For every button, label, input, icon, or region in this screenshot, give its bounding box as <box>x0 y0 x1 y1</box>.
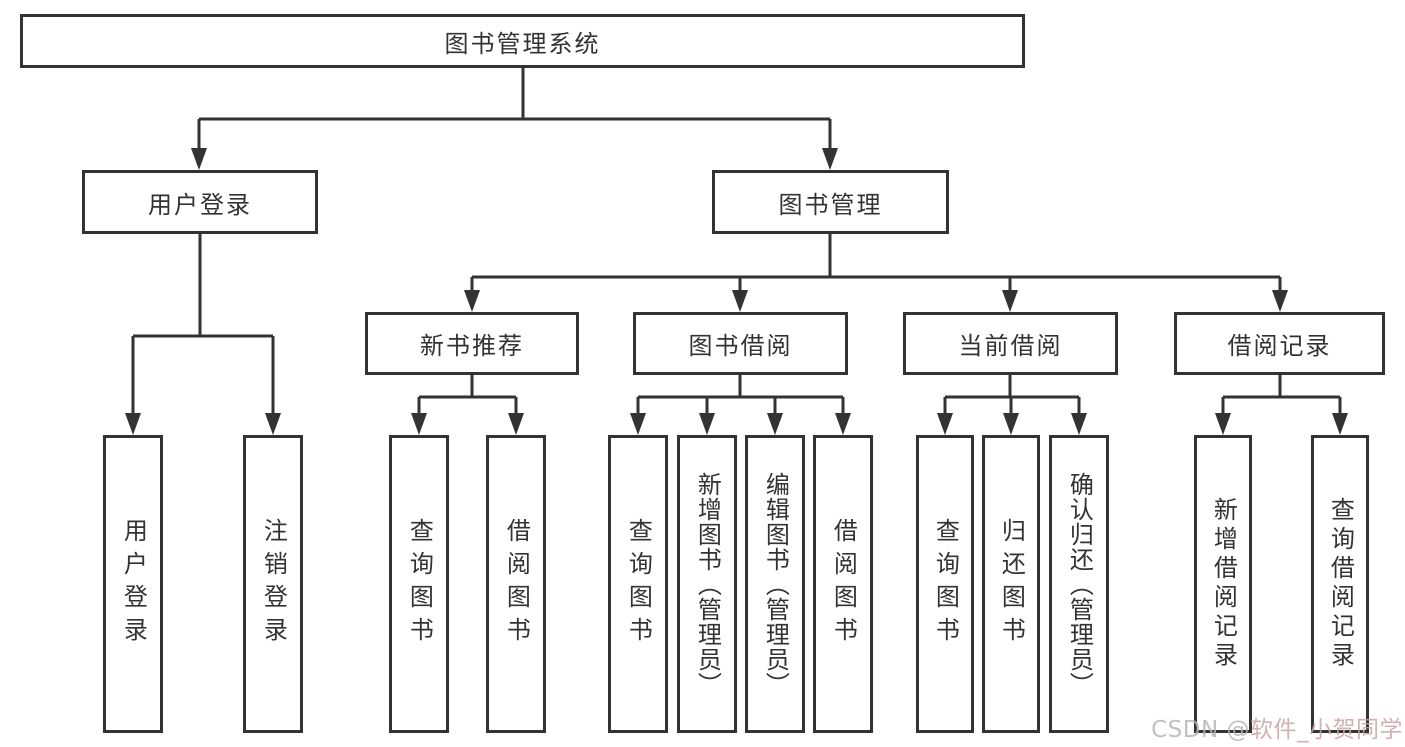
arrow-down-icon <box>937 413 953 435</box>
leaf-label: 确认归还（管理员） <box>1065 471 1094 697</box>
leaf-logout: 注销登录 <box>243 435 303 733</box>
leaf-add-books-admin: 新增图书（管理员） <box>677 435 737 733</box>
arrow-down-icon <box>125 413 141 435</box>
node-label: 借阅记录 <box>1227 332 1332 360</box>
leaf-label: 新增借阅记录 <box>1209 497 1238 671</box>
arrow-down-icons <box>125 148 1348 435</box>
node-new-book-recommend: 新书推荐 <box>365 312 579 375</box>
node-book-management: 图书管理 <box>712 170 949 234</box>
leaf-query-books-borrowing: 查询图书 <box>608 435 668 733</box>
arrow-down-icon <box>464 290 480 312</box>
node-book-borrowing: 图书借阅 <box>633 312 848 375</box>
arrow-down-icon <box>411 413 427 435</box>
arrow-down-icon <box>1272 290 1288 312</box>
arrow-down-icon <box>630 413 646 435</box>
leaf-query-borrow-record: 查询借阅记录 <box>1311 435 1369 733</box>
leaf-borrow-books-recommend: 借阅图书 <box>486 435 546 733</box>
node-label: 图书借阅 <box>688 332 793 360</box>
arrow-down-icon <box>1071 413 1087 435</box>
watermark-handle: 软件_小贺同学 <box>1250 717 1403 743</box>
leaf-query-books-current: 查询图书 <box>916 435 974 733</box>
arrow-down-icon <box>1332 413 1348 435</box>
leaf-add-borrow-record: 新增借阅记录 <box>1194 435 1252 733</box>
arrow-down-icon <box>191 148 207 170</box>
arrow-down-icon <box>1003 413 1019 435</box>
arrow-down-icon <box>732 290 748 312</box>
leaf-borrow-books: 借阅图书 <box>813 435 873 733</box>
leaf-query-books-recommend: 查询图书 <box>389 435 449 733</box>
arrow-down-icon <box>508 413 524 435</box>
watermark: CSDN @软件_小贺同学 <box>1151 710 1403 744</box>
leaf-label: 借阅图书 <box>829 518 858 650</box>
leaf-label: 查询图书 <box>624 518 653 650</box>
arrow-down-icon <box>1215 413 1231 435</box>
arrow-down-icon <box>1002 290 1018 312</box>
node-borrowing-records: 借阅记录 <box>1174 312 1385 375</box>
leaf-label: 查询借阅记录 <box>1326 497 1355 671</box>
leaf-label: 注销登录 <box>259 518 288 650</box>
node-label: 图书管理 <box>778 190 883 219</box>
arrow-down-icon <box>699 413 715 435</box>
node-library-system: 图书管理系统 <box>20 14 1025 68</box>
arrow-down-icon <box>835 413 851 435</box>
arrow-down-icon <box>265 413 281 435</box>
watermark-prefix: CSDN @ <box>1151 717 1250 743</box>
leaf-label: 新增图书（管理员） <box>693 471 722 697</box>
leaf-label: 借阅图书 <box>502 518 531 650</box>
leaf-label: 用户登录 <box>119 518 148 650</box>
leaf-label: 编辑图书（管理员） <box>761 471 790 697</box>
node-current-borrowing: 当前借阅 <box>903 312 1118 375</box>
leaf-confirm-return-admin: 确认归还（管理员） <box>1049 435 1109 733</box>
node-user-login: 用户登录 <box>82 170 318 234</box>
leaf-return-books: 归还图书 <box>982 435 1040 733</box>
leaf-user-login: 用户登录 <box>103 435 163 733</box>
leaf-label: 查询图书 <box>405 518 434 650</box>
arrow-down-icon <box>822 148 838 170</box>
node-label: 新书推荐 <box>420 332 524 360</box>
leaf-edit-books-admin: 编辑图书（管理员） <box>745 435 805 733</box>
node-label: 当前借阅 <box>958 332 1063 360</box>
leaf-label: 归还图书 <box>997 518 1026 650</box>
node-label: 图书管理系统 <box>444 29 601 58</box>
leaf-label: 查询图书 <box>931 518 960 650</box>
node-label: 用户登录 <box>148 190 252 219</box>
arrow-down-icon <box>767 413 783 435</box>
